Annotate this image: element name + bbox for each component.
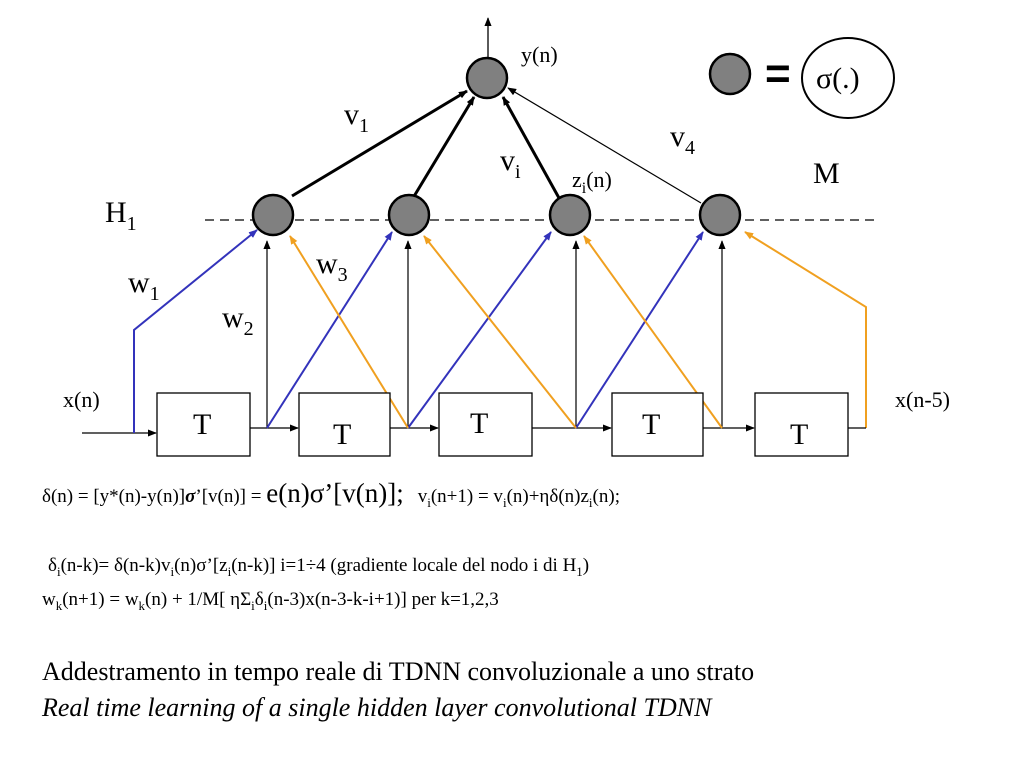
- label-v1: v1: [344, 98, 369, 137]
- label-w1: w1: [128, 266, 160, 305]
- orange-edge-2: [423, 235, 577, 429]
- legend-node: [708, 52, 752, 96]
- label-vi: vi: [500, 144, 521, 183]
- hidden-node-4: [698, 193, 742, 237]
- caption-english: Real time learning of a single hidden la…: [41, 693, 713, 722]
- delay-box-4: T: [611, 392, 704, 457]
- output-node: [465, 56, 509, 100]
- edge-v1: [291, 89, 468, 198]
- hidden-node-3: [548, 193, 592, 237]
- label-w3: w3: [316, 247, 348, 286]
- delay-label: T: [193, 408, 211, 441]
- delay-box-2: T: [298, 392, 391, 457]
- last-tap-label: x(n-5): [895, 387, 950, 412]
- hidden-node-2: [387, 193, 431, 237]
- equation-3: wk(n+1) = wk(n) + 1/M[ ηΣiδi(n-3)x(n-3-k…: [42, 589, 499, 613]
- edge-vi: [501, 96, 561, 199]
- edge-v4: [507, 87, 702, 204]
- blue-edge-4: [575, 231, 704, 429]
- caption-italian: Addestramento in tempo reale di TDNN con…: [42, 657, 754, 686]
- delay-label: T: [642, 408, 660, 441]
- blue-edge-3: [407, 231, 552, 429]
- delay-label: T: [470, 407, 488, 440]
- orange-edge-4: [744, 231, 867, 428]
- label-w2: w2: [222, 301, 254, 340]
- legend-equals: =: [765, 49, 791, 98]
- edge-h2-out: [411, 96, 476, 199]
- equation-1: δ(n) = [y*(n)-y(n)]σ’[v(n)] = e(n)σ’[v(n…: [42, 478, 620, 510]
- legend-sigma-ellipse: [801, 37, 895, 119]
- hidden-node-1: [251, 193, 295, 237]
- label-zi: zi(n): [572, 167, 612, 197]
- delay-label: T: [333, 418, 351, 451]
- equation-2: δi(n-k)= δ(n-k)vi(n)σ’[zi(n-k)] i=1÷4 (g…: [48, 555, 589, 579]
- label-M: M: [813, 157, 840, 190]
- output-label: y(n): [521, 42, 558, 67]
- label-v4: v4: [670, 120, 695, 159]
- label-H1: H1: [105, 196, 137, 235]
- blue-edge-2: [266, 231, 393, 429]
- delay-label: T: [790, 418, 808, 451]
- legend-sigma-label: σ(.): [816, 62, 860, 95]
- blue-edge-w1: [133, 229, 258, 433]
- input-label: x(n): [63, 387, 100, 412]
- delay-box-3: T: [438, 392, 533, 457]
- delay-box-1: T: [156, 392, 251, 457]
- delay-box-5: T: [754, 392, 849, 457]
